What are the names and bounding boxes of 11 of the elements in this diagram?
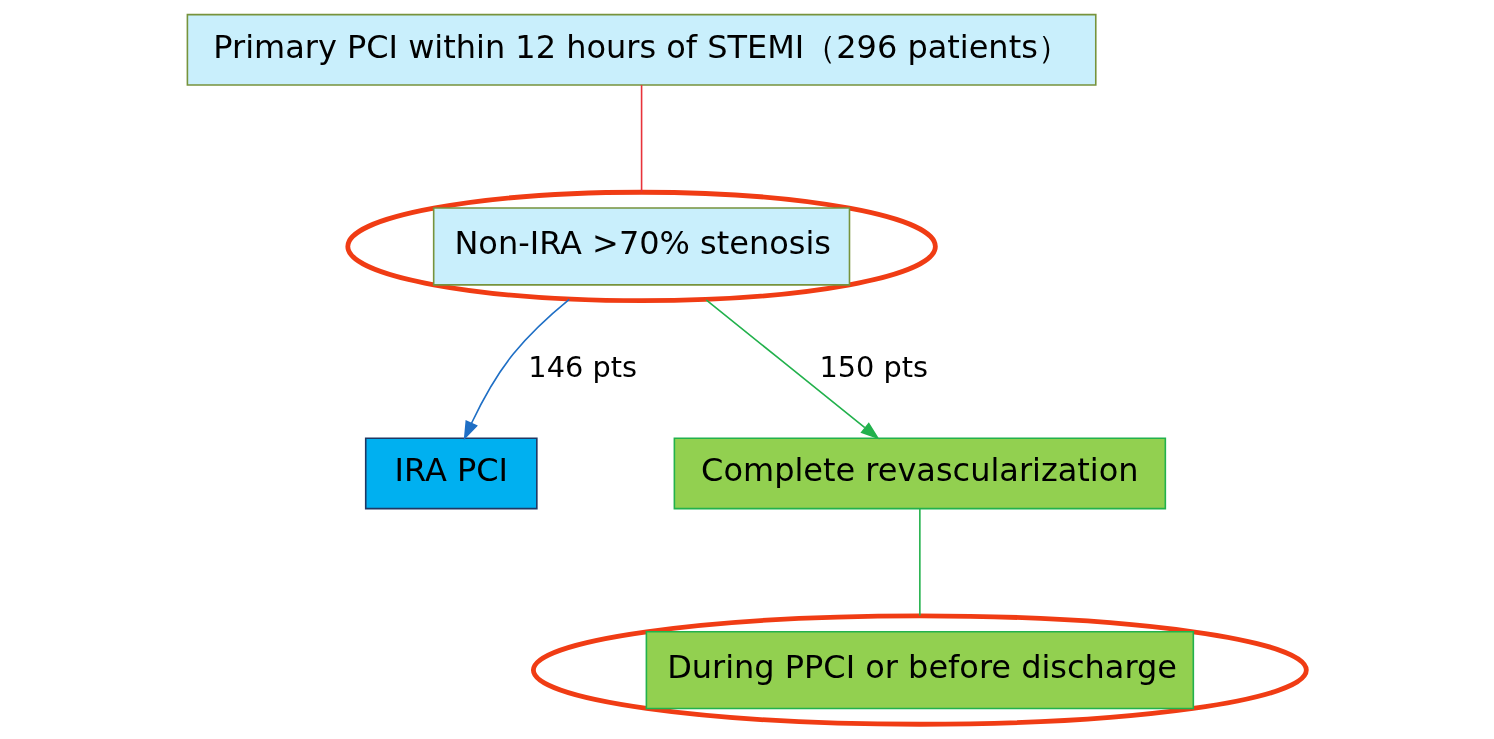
node-box: Primary PCI within 12 hours of STEMI（296 patients） — [186, 13, 1097, 86]
connector — [640, 84, 643, 193]
node-ellipse: During PPCI or before discharge — [531, 613, 1309, 727]
arrow — [705, 299, 880, 440]
node-ellipse: Non-IRA >70% stenosis — [345, 189, 938, 304]
edge-label: 150 pts — [819, 349, 928, 384]
node-box: IRA PCI — [364, 437, 538, 510]
arrow — [463, 298, 571, 441]
node-box: Complete revascularization — [673, 437, 1167, 510]
edge-label: 146 pts — [528, 349, 637, 384]
connector — [919, 507, 921, 617]
